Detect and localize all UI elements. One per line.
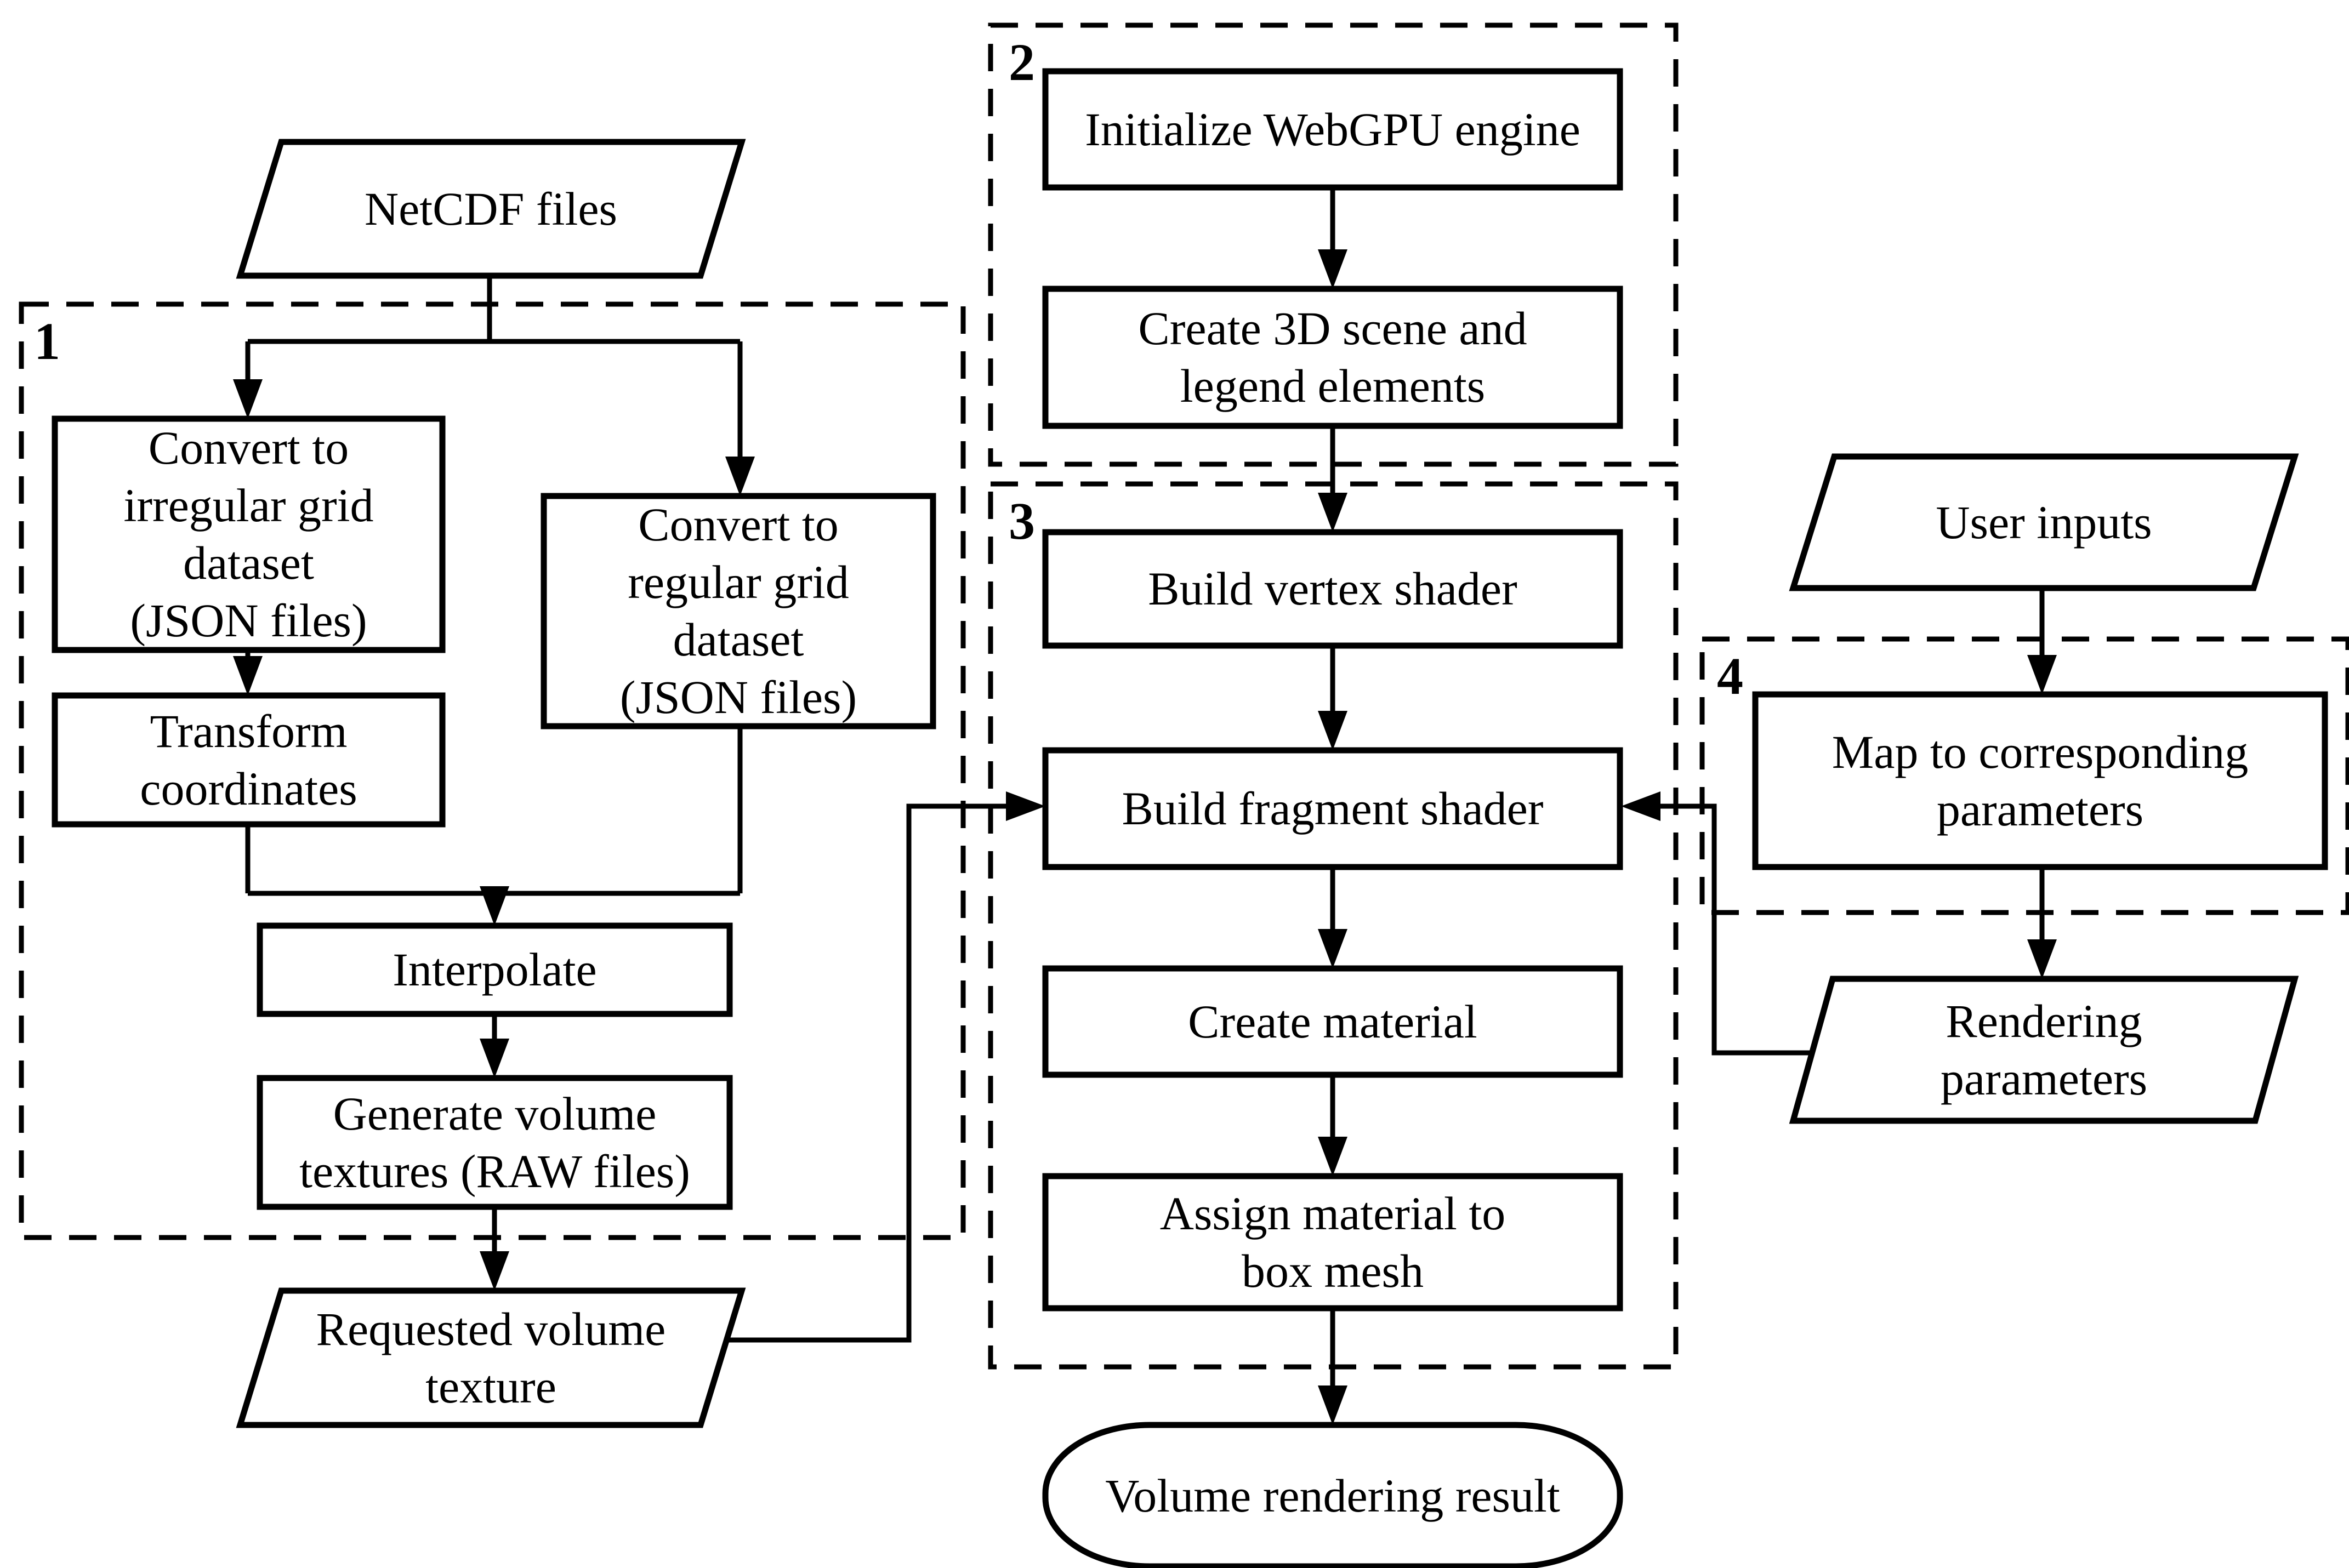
group-4-border <box>1699 636 2349 915</box>
arrowhead <box>2027 939 2057 979</box>
arrowhead <box>1006 791 1045 821</box>
arrowhead <box>1621 791 1660 821</box>
arrowhead <box>1318 929 1347 968</box>
arrowhead <box>233 379 263 419</box>
convert-irregular-shape <box>52 415 446 653</box>
transform-coords-shape <box>52 692 446 828</box>
user-inputs-shape <box>1789 453 2299 591</box>
arrowhead <box>480 1251 509 1291</box>
arrowhead <box>2027 655 2057 694</box>
arrowhead <box>725 457 755 496</box>
arrowhead <box>1318 493 1347 532</box>
create-scene-shape <box>1042 286 1623 429</box>
arrowhead <box>480 1039 509 1078</box>
arrowhead <box>1318 1385 1347 1425</box>
build-fragment-shape <box>1042 747 1623 870</box>
group-4-label: 4 <box>1717 647 1743 705</box>
requested-volume-shape <box>236 1287 746 1428</box>
arrowhead <box>1318 1137 1347 1176</box>
group-2-label: 2 <box>1009 33 1035 92</box>
edge-merge-interpolate <box>245 726 743 900</box>
create-material-shape <box>1042 965 1623 1078</box>
edge-netcdf-split <box>245 276 743 467</box>
arrowhead <box>1318 249 1347 289</box>
init-webgpu-shape <box>1042 68 1623 191</box>
arrowhead <box>480 886 509 926</box>
group-1-label: 1 <box>34 312 60 370</box>
arrowhead <box>233 656 263 695</box>
map-parameters-shape <box>1752 691 2328 870</box>
build-vertex-shape <box>1042 529 1623 649</box>
convert-regular-shape <box>541 493 936 729</box>
group-2-border <box>988 22 1679 467</box>
netcdf-files-shape <box>236 139 746 279</box>
edge-render-fragment <box>1652 803 1812 1056</box>
interpolate-shape <box>257 922 733 1017</box>
generate-textures-shape <box>257 1075 733 1210</box>
group-3-label: 3 <box>1009 492 1035 550</box>
rendering-params-shape <box>1789 976 2299 1124</box>
assign-material-shape <box>1042 1173 1623 1312</box>
volume-result-shape <box>1042 1422 1623 1568</box>
edge-requested-fragment <box>724 803 1015 1343</box>
arrowhead <box>1318 711 1347 750</box>
